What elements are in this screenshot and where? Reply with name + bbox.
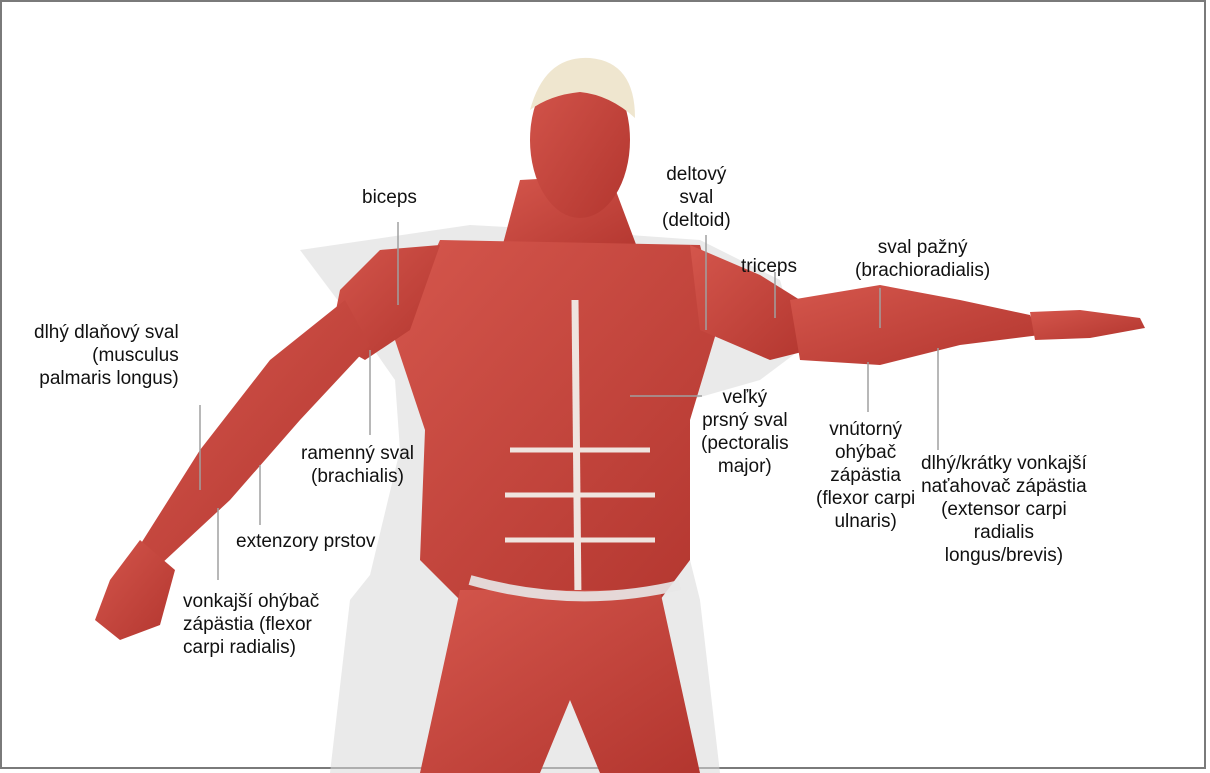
label-extensor-carpi-radialis: dlhý/krátky vonkajší naťahovač zápästia …: [921, 452, 1087, 567]
label-biceps: biceps: [362, 186, 417, 209]
label-palmaris-longus: dlhý dlaňový sval (musculus palmaris lon…: [34, 321, 179, 390]
label-extensors-fingers: extenzory prstov: [236, 530, 375, 553]
torso: [395, 240, 720, 600]
label-flexor-carpi-ulnaris: vnútorný ohýbač zápästia (flexor carpi u…: [816, 418, 915, 533]
label-pectoralis-major: veľký prsný sval (pectoralis major): [701, 386, 789, 478]
label-triceps: triceps: [741, 255, 797, 278]
label-brachioradialis: sval pažný (brachioradialis): [855, 236, 990, 282]
right-hand: [1030, 310, 1145, 340]
label-flexor-carpi-radialis: vonkajší ohýbač zápästia (flexor carpi r…: [183, 590, 319, 659]
label-brachialis: ramenný sval (brachialis): [301, 442, 414, 488]
right-forearm: [790, 285, 1040, 365]
label-deltoid: deltový sval (deltoid): [662, 163, 731, 232]
